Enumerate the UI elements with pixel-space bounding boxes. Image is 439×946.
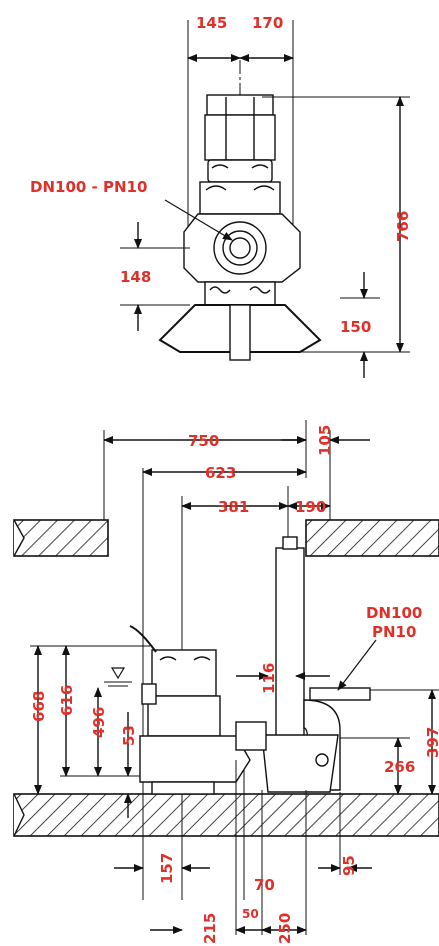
- dim-266: 266: [384, 758, 415, 776]
- dim-750: 750: [188, 432, 219, 450]
- dim-105: 105: [316, 425, 334, 456]
- dim-145: 145: [196, 14, 227, 32]
- dim-95: 95: [340, 855, 358, 876]
- dim-70: 70: [254, 876, 275, 894]
- dim-250: 250: [276, 913, 294, 944]
- flange-label-line2: PN10: [372, 623, 416, 641]
- dim-381: 381: [218, 498, 249, 516]
- flange-label-front: DN100 - PN10: [30, 178, 147, 196]
- dim-116: 116: [260, 663, 278, 694]
- dim-215: 215: [201, 913, 219, 944]
- dim-157: 157: [158, 853, 176, 884]
- flange-label-line1: DN100: [366, 604, 422, 622]
- dim-616: 616: [58, 685, 76, 716]
- dim-150: 150: [340, 318, 371, 336]
- dim-397: 397: [424, 727, 439, 758]
- dim-148: 148: [120, 268, 151, 286]
- dim-496: 496: [90, 707, 108, 738]
- dim-170: 170: [252, 14, 283, 32]
- dim-53: 53: [120, 725, 138, 746]
- dim-668: 668: [30, 691, 48, 722]
- dim-50: 50: [242, 907, 259, 921]
- installation-view: [13, 420, 439, 935]
- dim-766: 766: [394, 211, 412, 242]
- dim-190: 190: [295, 498, 326, 516]
- dim-623: 623: [205, 464, 236, 482]
- front-view: [120, 20, 410, 378]
